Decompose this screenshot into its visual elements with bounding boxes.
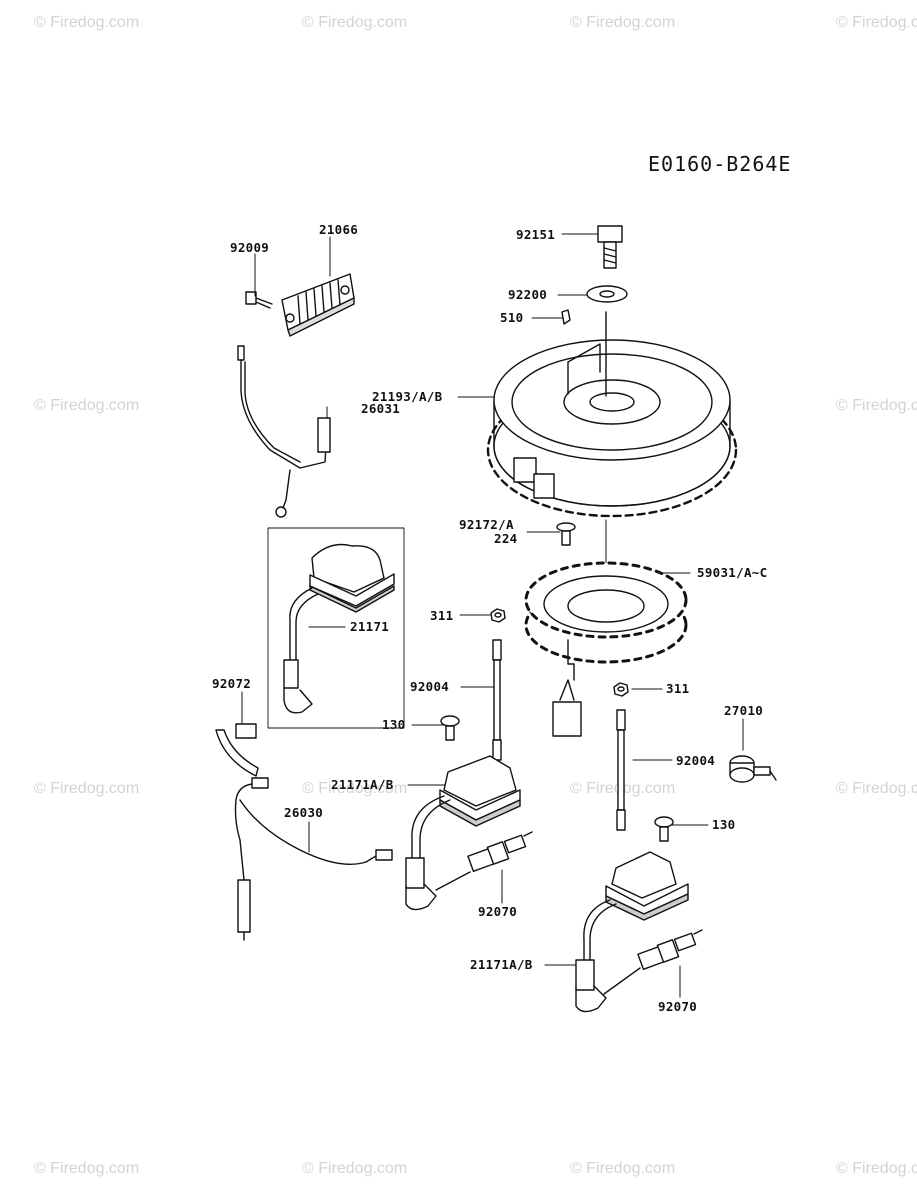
watermark: © Firedog.com xyxy=(570,1160,676,1177)
watermark: © Firedog.com xyxy=(302,1160,408,1177)
diagram-code: E0160-B264E xyxy=(648,152,792,176)
nut-icon xyxy=(490,608,506,623)
watermark: © Firedog.com xyxy=(302,780,408,797)
part-label-510: 510 xyxy=(500,310,524,325)
part-label-21066: 21066 xyxy=(319,222,359,237)
spark-plug-icon xyxy=(435,831,533,891)
band-icon xyxy=(215,723,259,777)
watermark: © Firedog.com xyxy=(836,1160,917,1177)
stud-icon xyxy=(492,639,502,761)
part-label-27010: 27010 xyxy=(724,703,764,718)
part-label-92151: 92151 xyxy=(516,227,556,242)
lead-wire-icon xyxy=(234,777,393,941)
part-label-130: 130 xyxy=(382,717,406,732)
part-label-92070: 92070 xyxy=(478,904,518,919)
leader-lines xyxy=(241,233,744,998)
spark-plug-icon xyxy=(603,929,703,995)
part-label-92004: 92004 xyxy=(410,679,450,694)
part-label-26030: 26030 xyxy=(284,805,324,820)
nut-icon xyxy=(613,682,629,697)
watermark: © Firedog.com xyxy=(836,14,917,31)
part-label-224: 224 xyxy=(494,531,518,546)
oil-pressure-switch-icon xyxy=(729,755,777,783)
stud-icon xyxy=(616,709,626,831)
part-label-21171ab: 21171A/B xyxy=(470,957,533,972)
key-icon xyxy=(561,309,571,325)
part-label-311: 311 xyxy=(666,681,690,696)
watermark: © Firedog.com xyxy=(34,780,140,797)
flywheel-icon xyxy=(486,311,738,518)
watermark: © Firedog.com xyxy=(836,780,917,797)
ignition-coil-icon xyxy=(267,527,405,729)
watermark: © Firedog.com xyxy=(570,14,676,31)
flange-bolt-icon xyxy=(654,816,674,842)
screw-icon xyxy=(556,522,576,546)
part-label-21171ab: 21171A/B xyxy=(331,777,394,792)
ignition-coil-icon xyxy=(575,851,689,1013)
watermark: © Firedog.com xyxy=(34,397,140,414)
part-label-92009: 92009 xyxy=(230,240,270,255)
watermark: © Firedog.com xyxy=(836,397,917,414)
part-label-92072: 92072 xyxy=(212,676,252,691)
part-label-21171: 21171 xyxy=(350,619,390,634)
part-label-130: 130 xyxy=(712,817,736,832)
regulator-icon xyxy=(281,273,355,337)
part-label-59031: 59031/A~C xyxy=(697,565,768,580)
harness-icon xyxy=(237,345,331,518)
stator-icon xyxy=(524,561,688,737)
part-label-311: 311 xyxy=(430,608,454,623)
part-label-92172: 92172/A xyxy=(459,517,514,532)
watermark: © Firedog.com xyxy=(34,14,140,31)
part-label-92200: 92200 xyxy=(508,287,548,302)
part-label-21193: 21193/A/B xyxy=(372,389,443,404)
watermark: © Firedog.com xyxy=(34,1160,140,1177)
washer-icon xyxy=(586,285,628,303)
part-label-92004: 92004 xyxy=(676,753,716,768)
bolt-icon xyxy=(245,291,273,309)
flange-bolt-icon xyxy=(440,715,460,741)
flywheel-bolt-icon xyxy=(597,225,623,269)
watermark: © Firedog.com xyxy=(302,14,408,31)
part-label-26031: 26031 xyxy=(361,401,401,416)
part-label-92070: 92070 xyxy=(658,999,698,1014)
ignition-coil-icon xyxy=(405,755,521,911)
